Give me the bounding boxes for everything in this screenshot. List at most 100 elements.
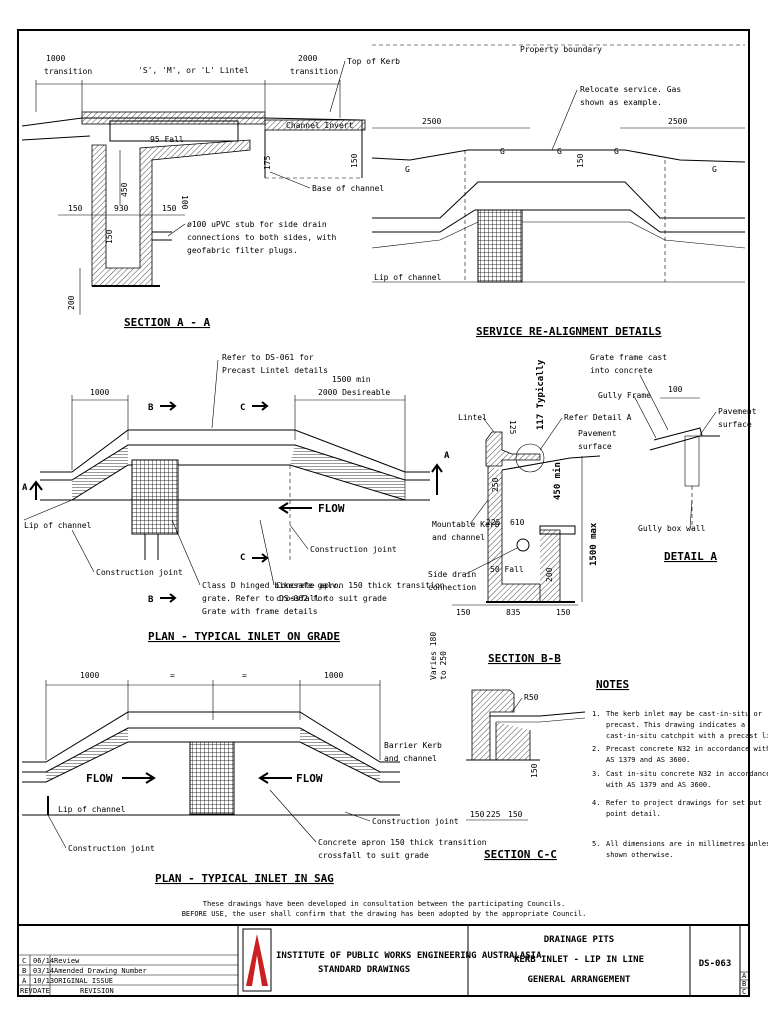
plan-on-grade: Refer to DS-061 for Precast Lintel detai… bbox=[22, 353, 445, 643]
aa-base-of-channel: Base of channel bbox=[312, 184, 384, 193]
ps-flow-r: FLOW bbox=[296, 772, 323, 785]
aa-d200: 200 bbox=[67, 295, 76, 310]
bb-fall: 50 Fall bbox=[490, 565, 524, 574]
pg-a: A bbox=[22, 483, 28, 493]
note-1-num: 1. bbox=[592, 710, 600, 718]
note-1-l3: cast-in-situ catchpit with a precast lin… bbox=[606, 732, 768, 740]
ps-construction-joint-l: Construction joint bbox=[68, 844, 155, 853]
note-5-l2: shown otherwise. bbox=[606, 851, 673, 859]
bb-d250: 250 bbox=[491, 477, 500, 492]
ps-d1000b: 1000 bbox=[324, 671, 343, 680]
pg-construction-joint-l: Construction joint bbox=[96, 568, 183, 577]
cc-title: SECTION C-C bbox=[484, 848, 557, 861]
cc-d150: 150 bbox=[530, 763, 539, 778]
svc-d150: 150 bbox=[576, 153, 585, 168]
da-pavement-1: Pavement bbox=[718, 407, 757, 416]
aa-channel-invert: Channel Invert bbox=[286, 121, 354, 130]
section-aa: 1000 transition 'S', 'M', or 'L' Lintel … bbox=[21, 54, 400, 329]
section-cc: Varies 180 to 250 R50 150 150 225 150 SE… bbox=[429, 632, 586, 861]
ps-lip: Lip of channel bbox=[58, 805, 126, 814]
rev-c-date: 06/14 bbox=[33, 957, 54, 965]
aa-dim-2000: 2000 bbox=[298, 54, 317, 63]
note-4-l2: point detail. bbox=[606, 810, 661, 818]
pg-apron-note-1: Concrete apron 150 thick transition bbox=[276, 581, 445, 590]
title-block: C 06/14 Review B 03/14 Amended Drawing N… bbox=[18, 924, 749, 996]
rev-a-date: 10/13 bbox=[33, 977, 54, 985]
pg-c: C bbox=[240, 403, 245, 413]
bb-mountable-2: and channel bbox=[432, 533, 485, 542]
svc-g1: G bbox=[405, 165, 410, 174]
svc-relocate-1: Relocate service. Gas bbox=[580, 85, 681, 94]
pg-b: B bbox=[148, 403, 154, 413]
pg-flow: FLOW bbox=[318, 502, 345, 515]
rev-head-id: REV bbox=[20, 987, 33, 995]
org-sub: STANDARD DRAWINGS bbox=[318, 965, 410, 975]
ps-construction-joint-r: Construction joint bbox=[372, 817, 459, 826]
rev-b-id: B bbox=[22, 967, 26, 975]
bb-pavement-1: Pavement bbox=[578, 429, 617, 438]
aa-d450: 450 bbox=[120, 182, 129, 197]
note-1-l1: The kerb inlet may be cast-in-situ or bbox=[606, 710, 762, 718]
ps-apron-note-2: crossfall to suit grade bbox=[318, 851, 429, 860]
rev-head-date: DATE bbox=[33, 987, 50, 995]
note-1-l2: precast. This drawing indicates a bbox=[606, 721, 745, 729]
aa-d150d: 150 bbox=[105, 229, 114, 244]
pg-c2: C bbox=[240, 553, 245, 563]
dwg-number: DS-063 bbox=[699, 959, 732, 969]
bb-lintel: Lintel bbox=[458, 413, 487, 422]
bb-side-drain-1: Side drain bbox=[428, 570, 476, 579]
sheet-border bbox=[17, 29, 750, 997]
ps-barrier-1: Barrier Kerb bbox=[384, 741, 442, 750]
aa-d930: 930 bbox=[114, 204, 129, 213]
disclaimer-1: These drawings have been developed in co… bbox=[203, 900, 565, 908]
aa-d150c: 150 bbox=[162, 204, 177, 213]
aa-stub-note-1: ø100 uPVC stub for side drain bbox=[187, 220, 327, 229]
rev-col-c: C bbox=[742, 988, 746, 996]
note-4-l1: Refer to project drawings for set out bbox=[606, 799, 762, 807]
aa-stub-note-3: geofabric filter plugs. bbox=[187, 246, 298, 255]
svc-g: G bbox=[712, 165, 717, 174]
dwg-title-3: GENERAL ARRANGEMENT bbox=[528, 975, 632, 985]
note-5-num: 5. bbox=[592, 840, 600, 848]
note-4-num: 4. bbox=[592, 799, 600, 807]
rev-c-id: C bbox=[22, 957, 26, 965]
ps-d1000a: 1000 bbox=[80, 671, 99, 680]
bb-d835: 835 bbox=[506, 608, 521, 617]
note-2-l1: Precast concrete N32 in accordance with bbox=[606, 745, 768, 753]
bb-side-drain-2: connection bbox=[428, 583, 476, 592]
aa-d100: 100 bbox=[180, 195, 189, 210]
svc-relocate-2: shown as example. bbox=[580, 98, 662, 107]
plan-in-sag: 1000 = = 1000 Barrier Kerb and channel F… bbox=[22, 671, 487, 885]
cc-d150a: 150 bbox=[470, 810, 485, 819]
note-3-l1: Cast in-situ concrete N32 in accordance bbox=[606, 770, 768, 778]
svc-d2500b: 2500 bbox=[668, 117, 687, 126]
svc-g2: G bbox=[500, 147, 505, 156]
pg-refer-lintel-1: Refer to DS-061 for bbox=[222, 353, 314, 362]
da-title: DETAIL A bbox=[664, 550, 717, 563]
note-2-num: 2. bbox=[592, 745, 600, 753]
aa-stub-note-2: connections to both sides, with bbox=[187, 233, 336, 242]
bb-d610: 610 bbox=[510, 518, 525, 527]
note-2-l2: AS 1379 and AS 3600. bbox=[606, 756, 690, 764]
note-5-l1: All dimensions are in millimetres unless bbox=[606, 840, 768, 848]
org-name: INSTITUTE OF PUBLIC WORKS ENGINEERING AU… bbox=[276, 951, 542, 961]
bb-pavement-2: surface bbox=[578, 442, 612, 451]
pg-d2000: 2000 Desireable bbox=[318, 388, 390, 397]
rev-c-desc: Review bbox=[54, 957, 80, 965]
bb-refer-detail: Refer Detail A bbox=[564, 413, 632, 422]
bb-a: A bbox=[444, 451, 450, 461]
bb-d150a: 150 bbox=[456, 608, 471, 617]
svc-g3: G bbox=[557, 147, 562, 156]
aa-d175: 175 bbox=[263, 155, 272, 170]
ps-apron-note-1: Concrete apron 150 thick transition bbox=[318, 838, 487, 847]
rev-b-desc: Amended Drawing Number bbox=[54, 967, 147, 975]
bb-d225: 225 bbox=[486, 518, 501, 527]
da-grate-frame-2: into concrete bbox=[590, 366, 653, 375]
ps-eq2: = bbox=[242, 671, 247, 680]
pg-d1000: 1000 bbox=[90, 388, 109, 397]
rev-a-desc: ORIGINAL ISSUE bbox=[54, 977, 113, 985]
rev-b-date: 03/14 bbox=[33, 967, 54, 975]
notes-title: NOTES bbox=[596, 678, 629, 691]
da-pavement-2: surface bbox=[718, 420, 752, 429]
svc-title: SERVICE RE-ALIGNMENT DETAILS bbox=[476, 325, 661, 338]
